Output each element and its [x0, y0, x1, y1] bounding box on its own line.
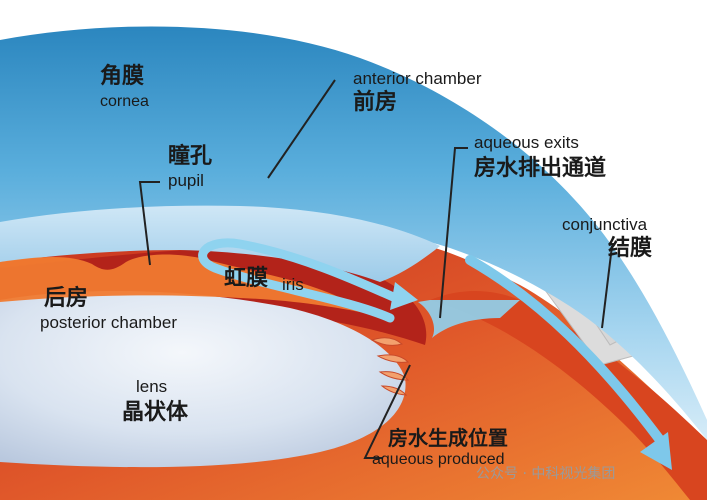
outflow-arrow — [465, 255, 665, 445]
leader-anterior-chamber — [267, 79, 336, 179]
ciliary-processes — [370, 337, 410, 396]
conjunctiva-label-en: conjunctiva — [562, 215, 648, 234]
pupil-label-en: pupil — [168, 171, 204, 190]
aqueous-exits-label-en: aqueous exits — [474, 133, 579, 152]
iris-label-cn: 虹膜 — [224, 266, 269, 291]
lens-label-en: lens — [136, 377, 168, 396]
cornea-label-cn: 角膜 — [100, 64, 145, 89]
aqueous-produced-label-en: aqueous produced — [372, 451, 505, 468]
leader-lines — [138, 79, 613, 459]
outflow-arrowhead — [640, 432, 672, 470]
lens-label-cn: 晶状体 — [122, 400, 189, 425]
leader-aqueous-exits — [439, 147, 468, 319]
aqueous-flow-arrow — [198, 238, 405, 323]
iris-label-en: iris — [282, 275, 304, 294]
cornea-shape — [0, 26, 707, 441]
aqueous-exits-label-cn: 房水排出通道 — [474, 156, 607, 181]
iris-ridge — [0, 254, 370, 314]
aqueous-flow-arrowhead — [390, 282, 418, 310]
conjunctiva-label-cn: 结膜 — [608, 236, 653, 261]
leader-aqueous-produced — [363, 364, 411, 459]
anterior-chamber-label-cn: 前房 — [353, 90, 398, 115]
aqueous-produced-label-cn: 房水生成位置 — [388, 426, 508, 450]
anterior-chamber-label-en: anterior chamber — [353, 69, 482, 88]
watermark: 公众号 · 中科视光集团 — [476, 466, 616, 482]
lens-shape — [0, 290, 406, 468]
leader-pupil — [138, 181, 160, 266]
posterior-chamber-label-en: posterior chamber — [40, 313, 178, 332]
posterior-chamber-label-cn: 后房 — [44, 286, 89, 311]
aqueous-exit-channel — [418, 300, 520, 338]
pupil-label-cn: 瞳孔 — [168, 144, 213, 169]
leader-conjunctiva — [601, 245, 613, 329]
cornea-label-en: cornea — [100, 93, 149, 110]
